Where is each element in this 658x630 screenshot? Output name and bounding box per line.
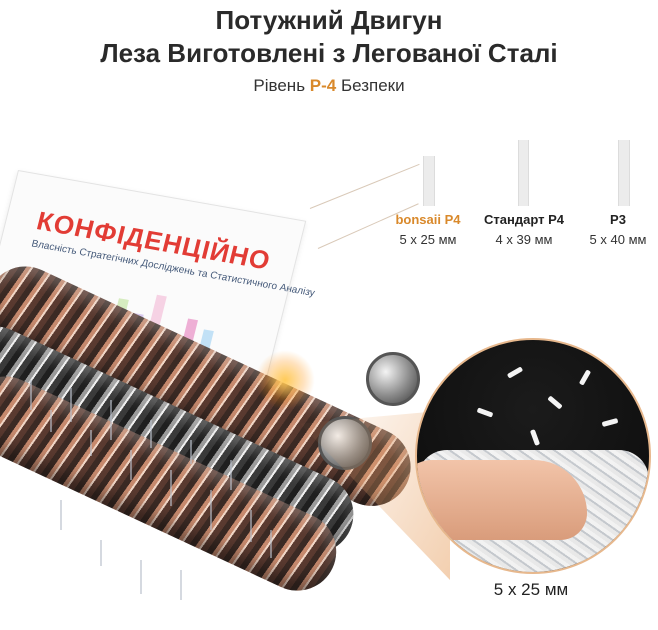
hand-holding-shreds xyxy=(417,460,587,540)
shredder-illustration: КОНФІДЕНЦІЙНО Власність Стратегічних Дос… xyxy=(0,100,440,630)
security-level-line: Рівень P-4 Безпеки xyxy=(0,76,658,96)
comparison-size-bonsaii-p4: 5 x 25 мм xyxy=(399,232,457,247)
spark-glow xyxy=(255,350,315,410)
headline-line-2: Леза Виготовлені з Легованої Сталі xyxy=(100,38,558,68)
upper-axle-cap xyxy=(366,352,420,406)
shredded-paper-closeup xyxy=(415,338,651,574)
comparison-label-p3: P3 xyxy=(610,212,626,227)
falling-shreds xyxy=(10,370,310,620)
closeup-size-caption: 5 x 25 мм xyxy=(493,580,569,599)
security-level: P-4 xyxy=(309,76,337,95)
headline-line-1: Потужний Двигун xyxy=(215,5,443,35)
security-suffix: Безпеки xyxy=(336,76,405,95)
comparison-label-standard-p4: Стандарт P4 xyxy=(484,212,564,227)
comparison-size-standard-p4: 4 x 39 мм xyxy=(495,232,553,247)
headline: Потужний Двигун Леза Виготовлені з Легов… xyxy=(0,4,658,70)
security-prefix: Рівень xyxy=(253,76,310,95)
strip-sample-p3 xyxy=(618,140,630,206)
strip-sample-bonsaii-p4 xyxy=(423,156,435,206)
comparison-size-p3: 5 x 40 мм xyxy=(589,232,647,247)
comparison-label-bonsaii-p4: bonsaii P4 xyxy=(395,212,461,227)
strip-sample-standard-p4 xyxy=(518,140,529,206)
